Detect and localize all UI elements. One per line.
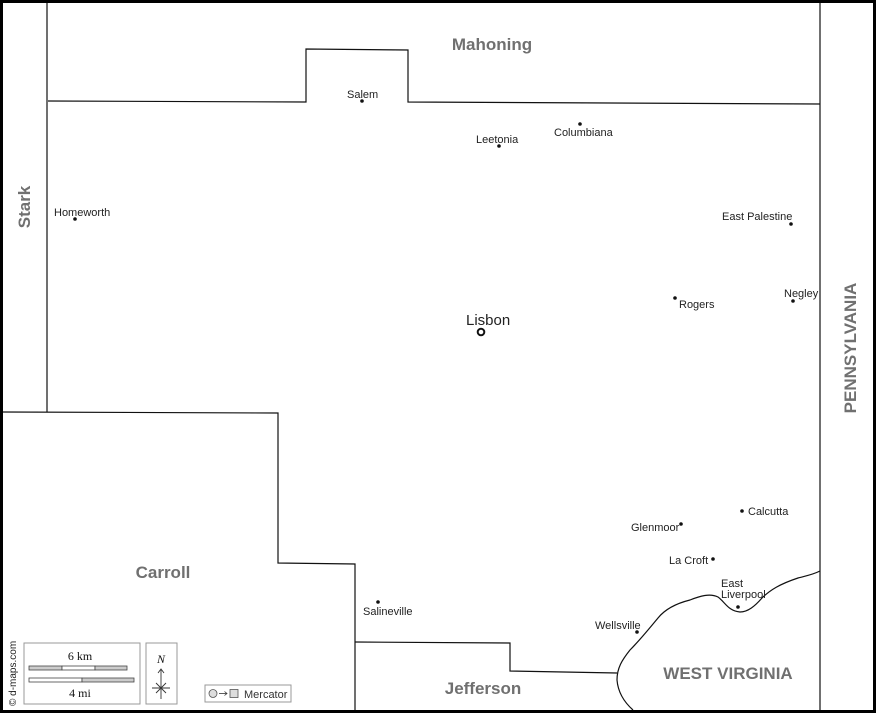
city-glenmoor: Glenmoor — [631, 522, 683, 534]
city-dot-icon — [711, 557, 715, 561]
city-calcutta: Calcutta — [740, 506, 789, 518]
scale-mi-label: 4 mi — [69, 686, 91, 700]
city-label: Rogers — [679, 299, 715, 311]
border-carroll — [1, 411, 356, 711]
north-arrow: N — [145, 642, 178, 705]
county-seat-label: Lisbon — [466, 312, 510, 329]
projection-label: Mercator — [244, 689, 288, 701]
city-label: La Croft — [669, 555, 708, 567]
county-seat-circle-icon — [476, 327, 486, 337]
region-label-jefferson: Jefferson — [445, 679, 522, 698]
north-label: N — [156, 652, 166, 666]
city-columbiana: Columbiana — [554, 122, 614, 139]
border-mahoning — [47, 48, 821, 105]
city-label: East Palestine — [722, 211, 792, 223]
cities: Salem Leetonia Columbiana Homeworth East… — [54, 89, 819, 634]
city-salem: Salem — [347, 89, 378, 103]
city-east-palestine: East Palestine — [722, 211, 793, 226]
city-label: Negley — [784, 288, 819, 300]
city-dot-icon — [673, 296, 677, 300]
scale-mi-bar-seg2 — [81, 677, 135, 683]
city-rogers: Rogers — [673, 296, 715, 311]
borders — [1, 2, 821, 711]
projection-box — [204, 684, 292, 703]
projection-legend: Mercator — [204, 684, 292, 703]
city-dot-icon — [578, 122, 582, 126]
city-label: Wellsville — [595, 620, 641, 632]
city-dot-icon — [360, 99, 364, 103]
scale-mi-bar-seg1 — [28, 677, 83, 683]
city-leetonia: Leetonia — [476, 134, 519, 148]
city-label: Homeworth — [54, 207, 110, 219]
city-dot-icon — [789, 222, 793, 226]
north-arrow-box — [145, 642, 178, 705]
region-label-carroll: Carroll — [136, 563, 191, 582]
scale-km-bar-seg2 — [61, 665, 96, 671]
city-dot-icon — [679, 522, 683, 526]
city-salineville: Salineville — [363, 600, 413, 618]
city-dot-icon — [497, 144, 501, 148]
city-negley: Negley — [784, 288, 819, 303]
city-label: Salem — [347, 89, 378, 101]
credit-text: © d-maps.com — [8, 641, 19, 706]
region-label-pennsylvania: PENNSYLVANIA — [841, 283, 860, 414]
city-la-croft: La Croft — [669, 555, 715, 567]
city-dot-icon — [376, 600, 380, 604]
city-dot-icon — [791, 299, 795, 303]
border-jefferson — [354, 641, 618, 674]
scale-km-bar-seg3 — [94, 665, 128, 671]
city-label: Columbiana — [554, 127, 614, 139]
region-label-stark: Stark — [15, 185, 34, 228]
scale-bar-box — [23, 642, 141, 705]
city-label: Calcutta — [748, 506, 789, 518]
city-label-line1: East — [721, 578, 743, 590]
scale-km-bar-seg1 — [28, 665, 63, 671]
city-homeworth: Homeworth — [54, 207, 110, 221]
compass-icon — [152, 668, 170, 699]
region-label-west-virginia: WEST VIRGINIA — [663, 664, 792, 683]
border-west-virginia — [616, 570, 821, 711]
scale-km-label: 6 km — [68, 649, 93, 663]
city-east-liverpool: East Liverpool — [721, 578, 766, 609]
city-label: Glenmoor — [631, 522, 680, 534]
region-label-mahoning: Mahoning — [452, 35, 532, 54]
city-label: Salineville — [363, 606, 413, 618]
city-dot-icon — [635, 630, 639, 634]
circle-to-square-icon — [208, 689, 239, 698]
city-dot-icon — [740, 509, 744, 513]
city-label-line2: Liverpool — [721, 589, 766, 601]
city-dot-icon — [736, 605, 740, 609]
city-dot-icon — [73, 217, 77, 221]
scale-bar: 6 km 4 mi — [23, 642, 141, 705]
city-wellsville: Wellsville — [595, 620, 641, 634]
city-label: Leetonia — [476, 134, 519, 146]
